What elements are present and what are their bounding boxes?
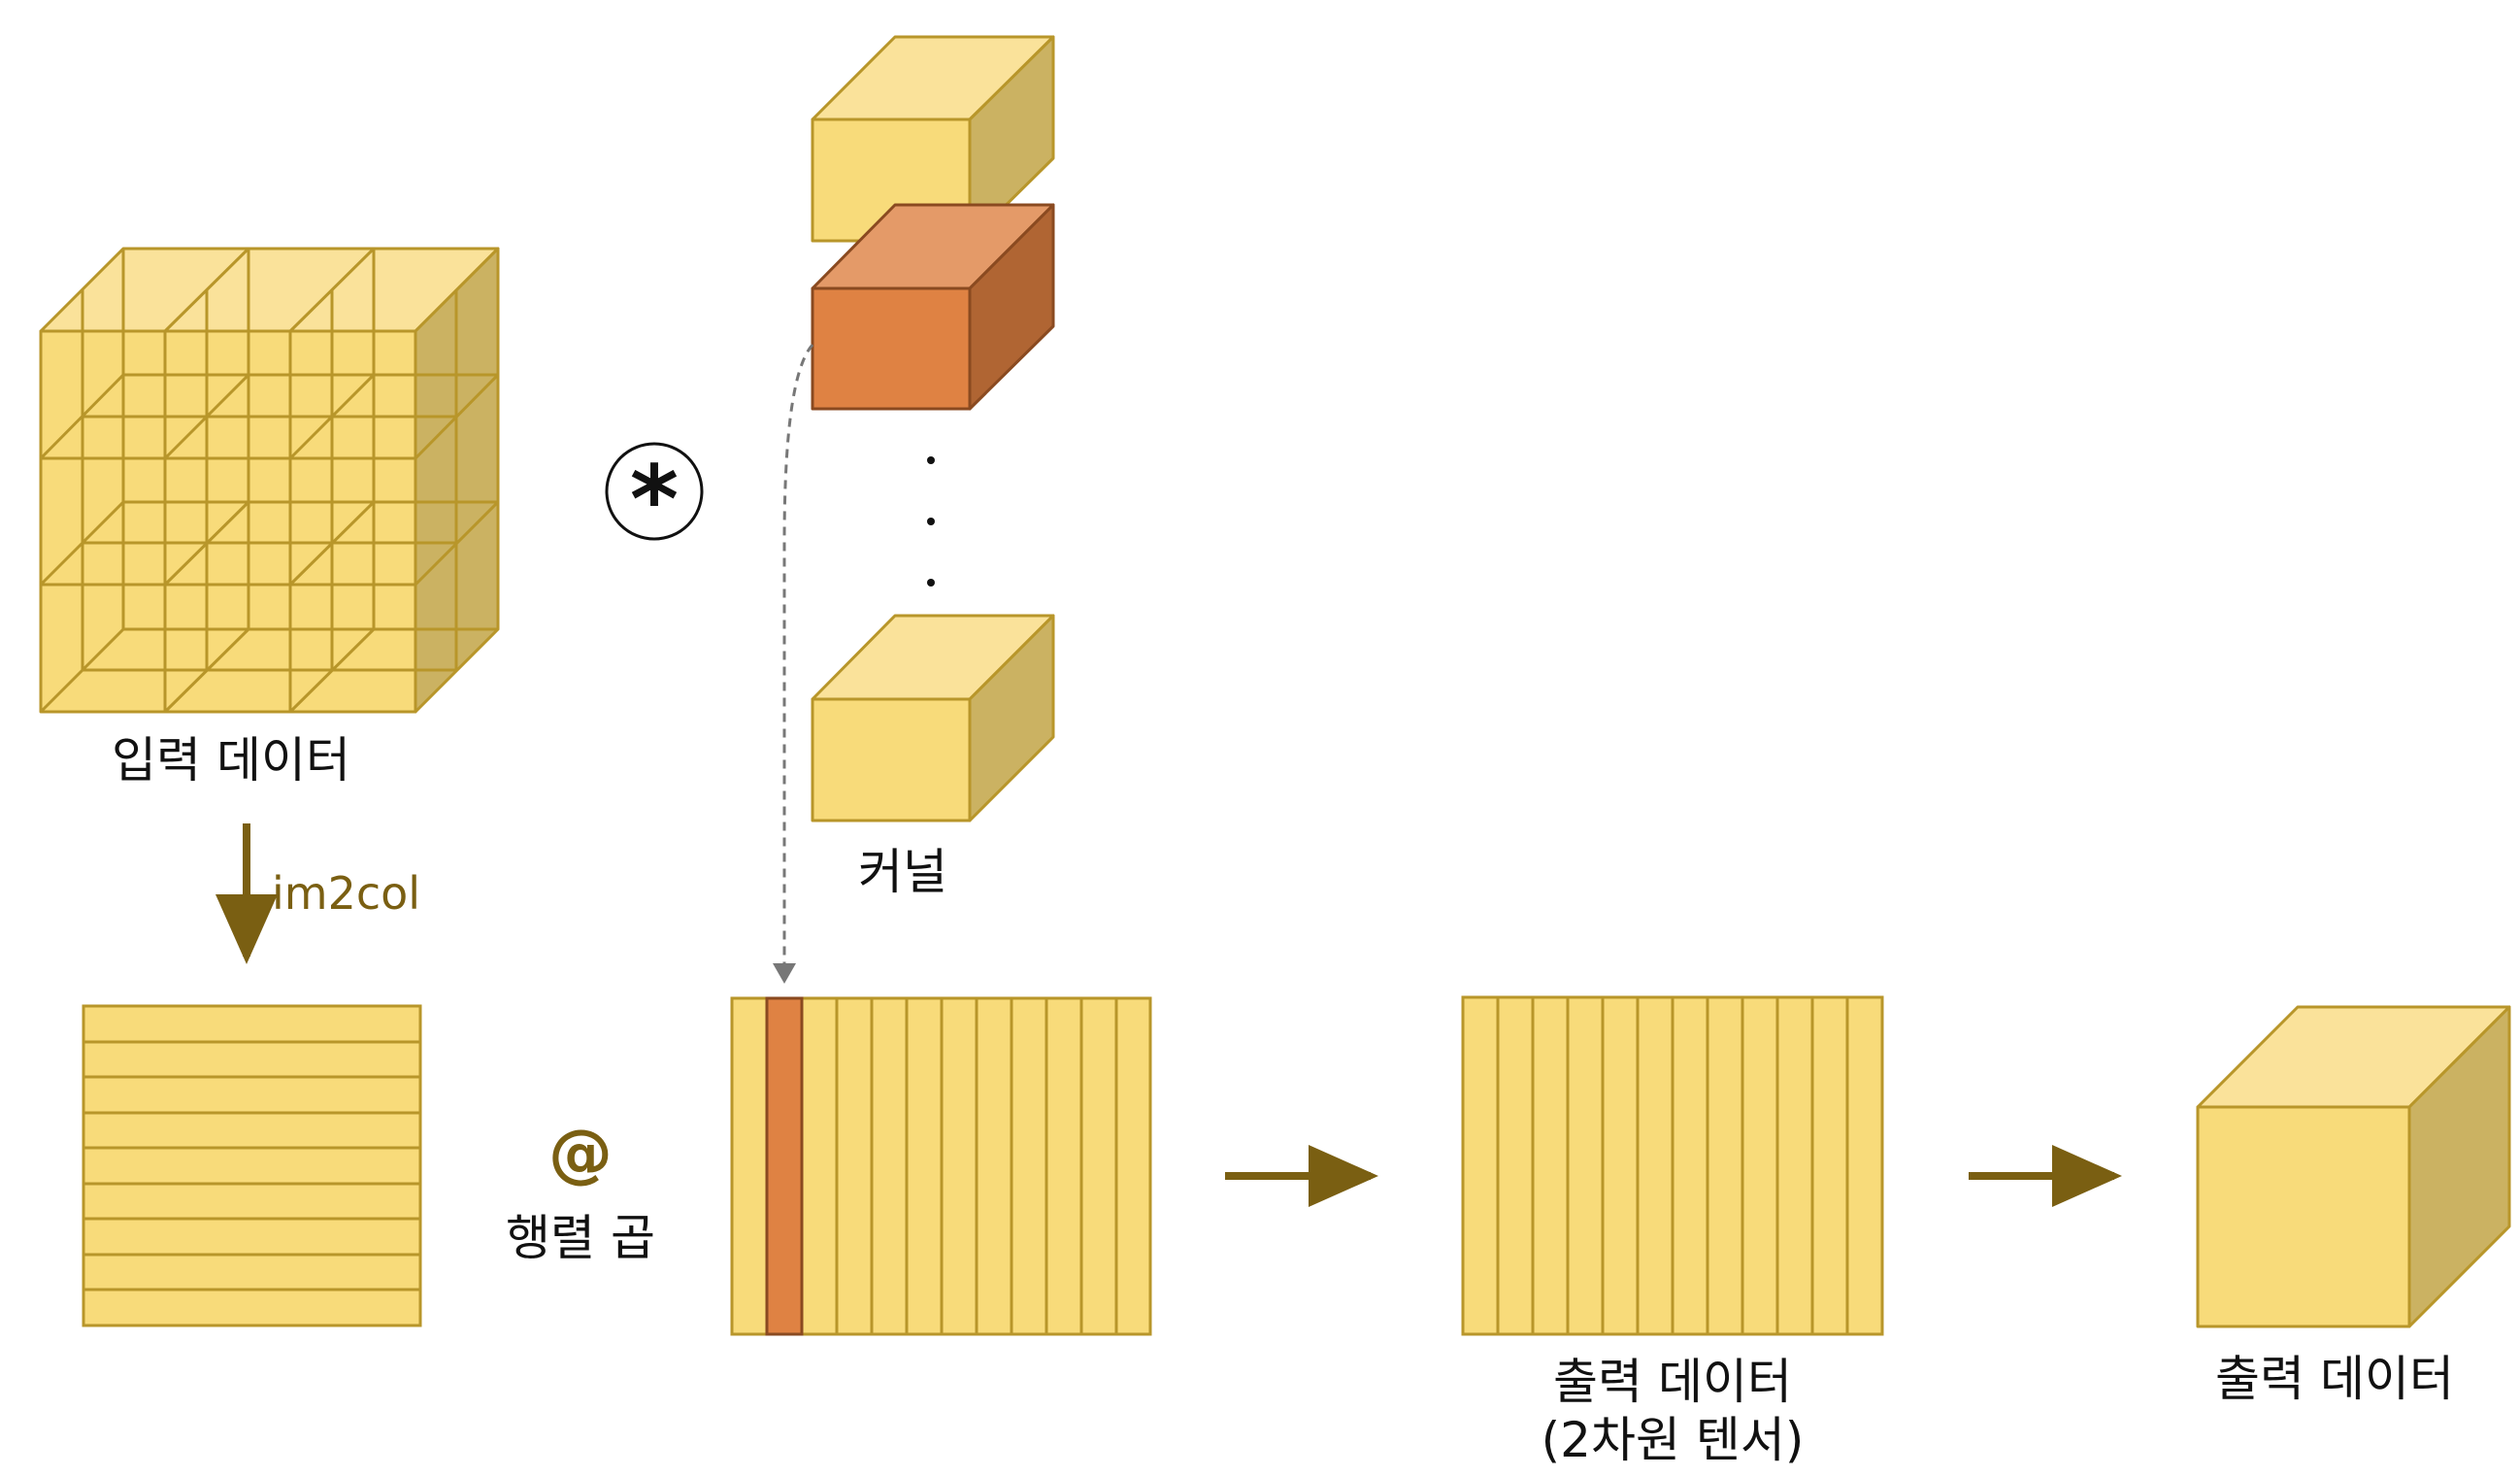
im2col-input-matrix xyxy=(82,1004,422,1327)
im2col-label: im2col xyxy=(272,867,420,920)
kernel-matrix-highlighted-column xyxy=(765,996,804,1336)
kernel-to-column-connector xyxy=(773,344,814,984)
input-data-cube xyxy=(39,247,500,714)
kernel-cube-2-highlighted xyxy=(811,203,1055,411)
output-2d-label-line1: 출력 데이터 xyxy=(1553,1354,1792,1410)
output-2d-matrix xyxy=(1461,995,1884,1336)
input-data-label: 입력 데이터 xyxy=(112,732,350,788)
convolution-symbol-text: * xyxy=(630,446,679,554)
kernel-ellipsis xyxy=(927,456,935,587)
input-cube-grid xyxy=(39,247,500,714)
convolution-symbol: * xyxy=(605,442,704,554)
matmul-label: 행렬 곱 xyxy=(506,1210,655,1266)
output-data-label: 출력 데이터 xyxy=(2215,1351,2454,1407)
kernel-cube-n xyxy=(811,614,1055,822)
matmul-symbol: @ xyxy=(548,1116,613,1191)
kernel-label: 커널 xyxy=(858,844,947,900)
output-2d-label-line2: (2차원 텐서) xyxy=(1542,1412,1805,1468)
output-data-cube xyxy=(2196,1005,2511,1328)
